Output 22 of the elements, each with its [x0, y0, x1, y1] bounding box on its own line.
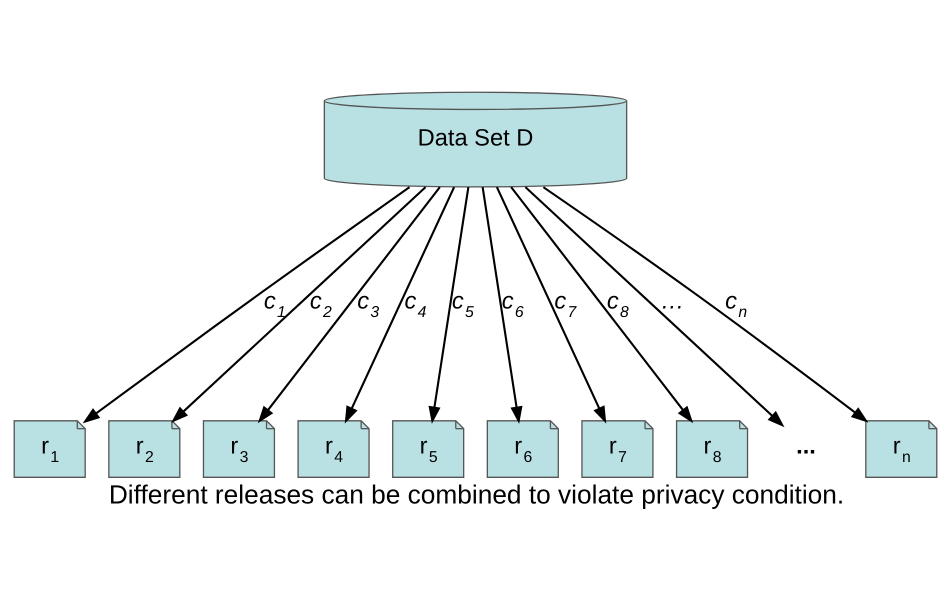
- node-text: ...: [796, 434, 816, 460]
- arrow: [344, 186, 456, 424]
- edge-label: c$_{7}$: [554, 288, 576, 321]
- arrow: [82, 186, 410, 424]
- arrow: [524, 186, 784, 428]
- edge-label: c$_{3}$: [357, 288, 380, 321]
- arrow: [258, 186, 441, 424]
- arrow: [496, 186, 606, 424]
- arrow: [542, 186, 868, 423]
- edge-label: c$_{1}$: [264, 288, 286, 321]
- edge-label: c$_{5}$: [452, 288, 474, 321]
- arrow: [428, 187, 470, 424]
- edge-label: c$_{4}$: [404, 288, 426, 321]
- edge-label: c$_{6}$: [502, 288, 524, 321]
- edge-label: …: [660, 288, 684, 314]
- edge-label: c$_{n}$: [725, 288, 748, 321]
- arrow: [482, 187, 522, 424]
- edge-label: c$_{2}$: [310, 288, 332, 321]
- caption: Different releases can be combined to violate privacy condition.: [108, 480, 844, 510]
- arrow: [171, 186, 426, 423]
- edge-label: c$_{8}$: [606, 288, 629, 321]
- arrow: [510, 186, 694, 424]
